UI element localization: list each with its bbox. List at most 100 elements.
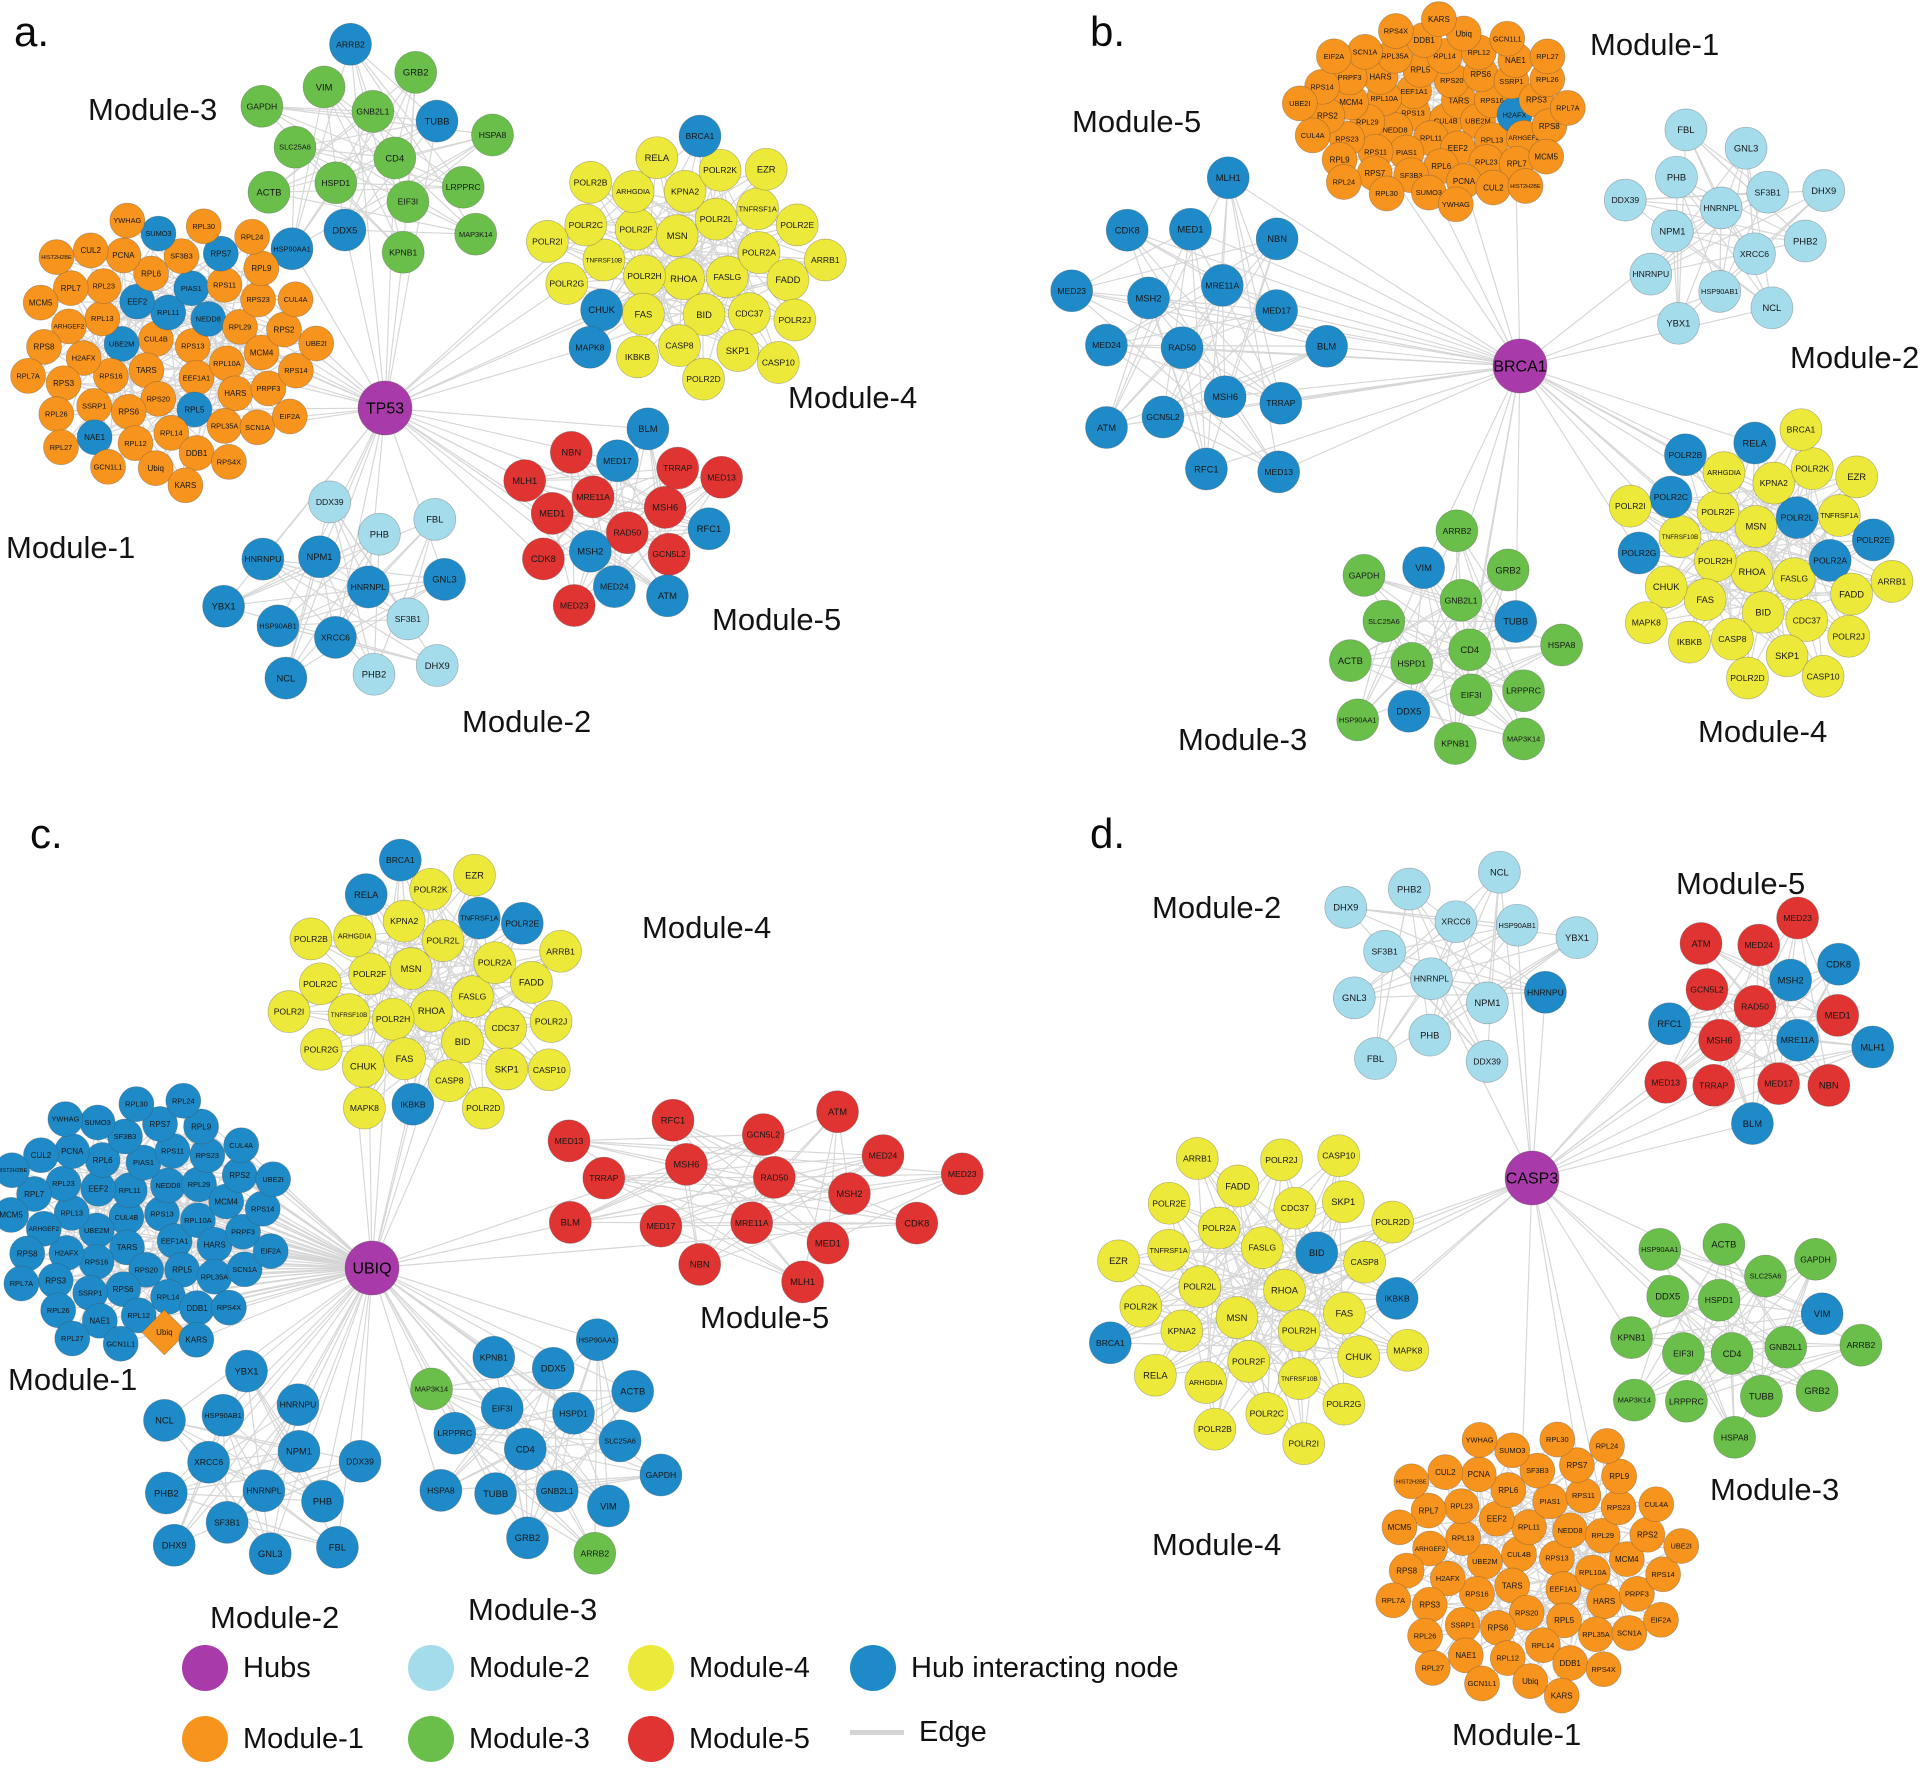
gene-node-rpl9: RPL9 [243,250,280,287]
gene-label: RPL12 [124,439,147,448]
gene-node-map3k14: MAP3K14 [410,1367,453,1411]
gene-node-rpl7a: RPL7A [1549,90,1586,126]
gene-label: FAS [1335,1308,1353,1319]
gene-node-cul2: CUL2 [1427,1454,1464,1490]
node-circle [81,1302,118,1339]
node-circle [1337,1335,1381,1379]
edge [569,1173,963,1223]
gene-label: SCN1A [1617,1629,1642,1638]
gene-node-hspd1: HSPD1 [1697,1278,1741,1322]
edge [1408,888,1546,993]
edge [1162,228,1191,418]
gene-node-rps8: RPS8 [1388,1552,1425,1589]
node-circle [678,114,722,158]
gene-node-rpl29: RPL29 [1584,1517,1621,1554]
gene-label: Ubiq [1522,1677,1538,1686]
gene-label: BLM [1743,1118,1762,1129]
node-circle [1699,186,1743,230]
gene-label: NEDD8 [1383,126,1408,135]
node-circle [165,1082,202,1119]
edge [526,1390,634,1539]
gene-label: RPL14 [160,429,183,438]
panel-b: CUL4BRPS13TARSRPL11EEF1A1UBE2MNEDD8RPS20… [1050,1,1919,765]
edge [501,1407,609,1507]
hub-edge [1531,1177,1633,1339]
node-circle [1540,623,1583,667]
gene-label: RPL14 [157,1292,180,1301]
gene-label: DDB1 [186,1304,208,1313]
gene-node-trrap: TRRAP [656,446,700,490]
gene-label: KPNB1 [1617,1333,1645,1343]
gene-label: MLH1 [790,1276,815,1287]
gene-label: MAP3K14 [415,1385,448,1394]
node-circle [441,165,485,209]
edge [323,86,404,253]
node-circle [211,1289,247,1326]
hub-edge [1326,345,1521,367]
gene-label: RPS7 [210,249,231,258]
node-circle [1255,217,1299,261]
gene-node-polr2k: POLR2K [1790,447,1834,490]
gene-node-rpl24: RPL24 [234,218,270,255]
gene-node-rps4x: RPS4X [1585,1651,1622,1688]
node-circle [348,952,392,996]
edge [1624,191,1769,201]
node-circle [1321,1180,1365,1224]
gene-label: YBX1 [235,1365,259,1376]
gene-label: ARHGEF2 [28,1226,59,1233]
gene-label: KPNB1 [480,1352,508,1362]
gene-label: FASLG [459,992,487,1002]
gene-label: CUL4A [229,1141,253,1150]
gene-node-rps8: RPS8 [26,329,62,365]
node-circle [1147,1181,1191,1225]
node-circle [526,220,569,263]
module-label-b-module-5: Module-5 [1072,104,1201,139]
edge [1357,569,1509,721]
gene-node-kars: KARS [178,1321,215,1358]
gene-node-rps16: RPS16 [78,1243,115,1280]
legend-label-module-3: Module-3 [469,1722,590,1755]
gene-node-rps6: RPS6 [1480,1609,1516,1646]
node-circle [329,22,372,66]
gene-label: ARHGDIA [1707,468,1741,477]
gene-node-bid: BID [441,1020,484,1064]
gene-node-scn1a: SCN1A [1611,1615,1648,1651]
node-circle [222,309,258,345]
gene-label: DDX5 [1655,1291,1680,1302]
gene-label: DDX5 [541,1363,566,1374]
hub-edge [384,309,603,409]
gene-label: POLR2H [376,1014,410,1024]
gene-node-cul4a: CUL4A [1638,1486,1675,1523]
gene-label: MED24 [1744,940,1773,950]
node-circle [1740,1374,1783,1418]
hub-edge [1126,229,1521,367]
gene-label: H2AFX [72,354,96,363]
gene-label: RPL24 [172,1096,195,1105]
node-circle [299,1027,343,1071]
gene-label: CUL4A [1301,131,1325,140]
gene-node-kpnb1: KPNB1 [381,230,425,274]
node-circle [1178,1265,1222,1308]
gene-node-kpna2: KPNA2 [382,899,426,943]
gene-node-eef1a1: EEF1A1 [178,359,215,396]
gene-node-dhx9: DHX9 [415,644,459,687]
node-circle [1464,1665,1500,1702]
gene-node-eif3i: EIF3I [1662,1332,1705,1375]
gene-label: UBE2M [1465,117,1490,126]
node-circle [1371,1200,1414,1244]
gene-label: MED13 [1651,1077,1680,1087]
edge [163,1419,300,1452]
gene-node-polr2a: POLR2A [473,941,517,985]
node-circle [1362,599,1406,643]
gene-node-polr2e: POLR2E [500,901,544,945]
edge [223,578,446,607]
gene-node-cdc37: CDC37 [1785,599,1829,642]
gene-label: RPL27 [50,443,73,452]
edge [163,1419,271,1555]
gene-node-rps11: RPS11 [154,1133,191,1169]
gene-label: ACTB [1338,655,1363,666]
gene-label: RPL12 [1467,48,1490,57]
gene-label: PRPF3 [256,384,280,393]
node-circle [52,270,89,306]
gene-label: DHX9 [425,660,450,671]
